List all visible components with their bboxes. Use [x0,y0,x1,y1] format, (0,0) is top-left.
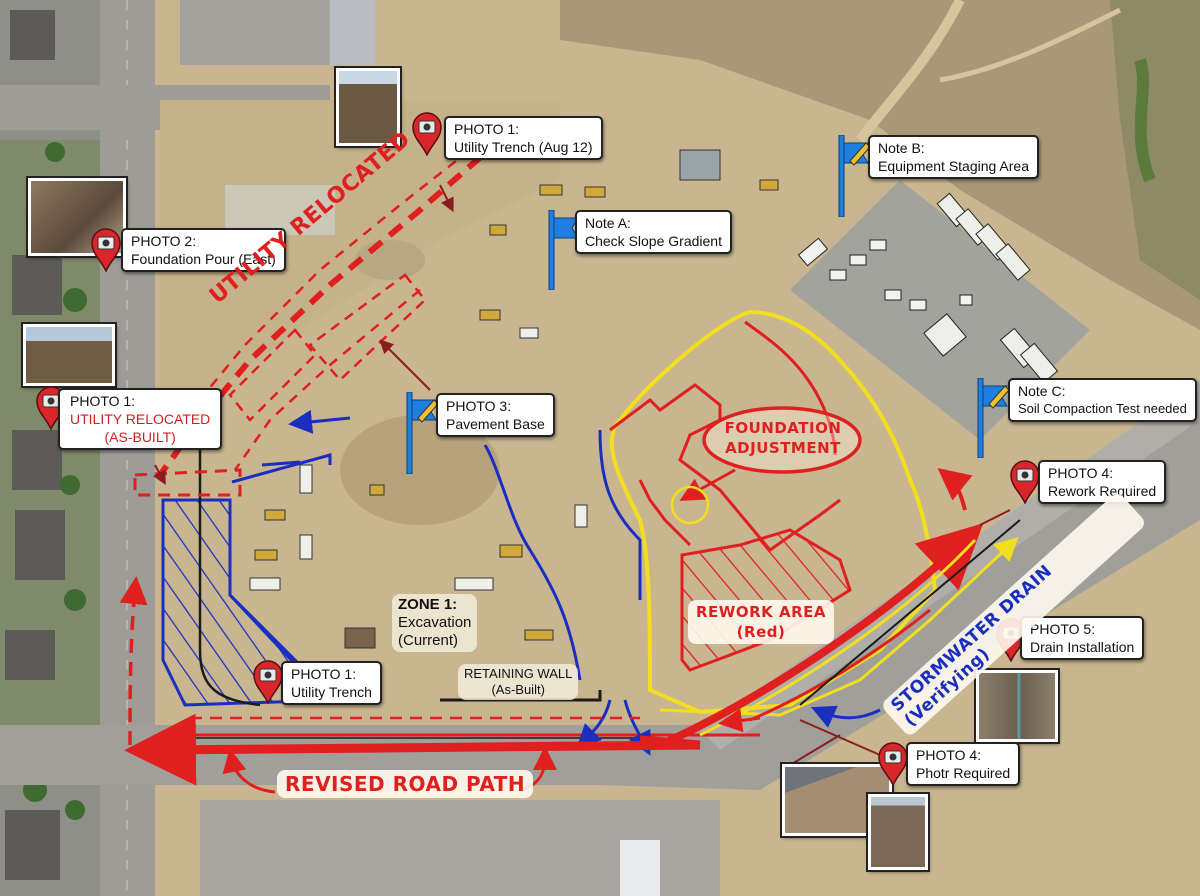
retaining-wall-line1: RETAINING WALL [464,666,573,681]
callout-title: Note A: [585,215,631,231]
callout-title: PHOTO 1: [291,666,357,682]
photo-thumbnail-photr-required-2[interactable] [866,792,930,872]
callout-title: PHOTO 3: [446,398,512,414]
photo-callout-utility-trench-aug12[interactable]: PHOTO 1: Utility Trench (Aug 12) [444,116,603,160]
zone-1-line2: Excavation [398,614,472,631]
camera-pin-icon[interactable] [253,660,283,704]
callout-caption: Pavement Base [446,416,545,432]
camera-pin-icon[interactable] [1010,460,1040,504]
callout-caption: Soil Compaction Test needed [1018,401,1187,416]
callout-title: PHOTO 4: [916,747,982,763]
callout-caption: Equipment Staging Area [878,158,1029,174]
rework-area-line1: REWORK AREA [696,603,827,621]
callout-title: Note B: [878,140,925,156]
rework-area-line2: (Red) [736,623,786,641]
callout-caption-2: (AS-BUILT) [104,429,176,445]
photo-callout-photr-required[interactable]: PHOTO 4: Photr Required [906,742,1021,786]
revised-road-path-label: REVISED ROAD PATH [277,770,534,798]
zone-1-title: ZONE 1: [398,596,458,613]
callout-caption: UTILITY RELOCATED [70,411,211,427]
foundation-adjustment-line2: ADJUSTMENT [725,439,841,457]
photo-callout-rework-required[interactable]: PHOTO 4: Rework Required [1038,460,1167,504]
callout-caption: Drain Installation [1030,639,1135,655]
note-callout-b[interactable]: Note B: Equipment Staging Area [868,135,1039,179]
photo-callout-utility-trench[interactable]: PHOTO 1: Utility Trench [281,661,382,705]
foundation-adjustment-line1: FOUNDATION [724,419,842,437]
callout-caption: Foundation Pour (East) [131,251,276,267]
photo-thumbnail-utility-relocated[interactable] [21,322,117,388]
note-callout-a[interactable]: Note A: Check Slope Gradient [575,210,732,254]
zone-1-label: ZONE 1: Excavation (Current) [392,594,478,652]
note-callout-c[interactable]: Note C: Soil Compaction Test needed [1008,378,1197,422]
callout-title: PHOTO 1: [70,393,136,409]
note-flag-pencil-icon[interactable] [406,392,440,474]
photo-thumbnail-drain-installation[interactable] [974,668,1060,744]
callout-caption: Utility Trench (Aug 12) [454,139,593,155]
callout-title: PHOTO 1: [454,121,520,137]
photo-callout-foundation-pour[interactable]: PHOTO 2: Foundation Pour (East) [121,228,286,272]
note-flag-pencil-icon[interactable] [838,135,872,217]
zone-1-line3: (Current) [398,632,459,649]
camera-pin-icon[interactable] [412,112,442,156]
callout-title: Note C: [1018,383,1066,399]
retaining-wall-line2: (As-Built) [491,682,545,697]
photo-callout-pavement-base[interactable]: PHOTO 3: Pavement Base [436,393,555,437]
callout-title: PHOTO 5: [1030,621,1096,637]
camera-pin-icon[interactable] [91,228,121,272]
foundation-adjustment-label: FOUNDATION ADJUSTMENT [718,418,848,458]
callout-caption: Rework Required [1048,483,1157,499]
callout-title: PHOTO 4: [1048,465,1114,481]
callout-title: PHOTO 2: [131,233,197,249]
callout-caption: Photr Required [916,765,1011,781]
callout-caption: Utility Trench [291,684,372,700]
note-flag-pencil-icon[interactable] [977,378,1011,458]
retaining-wall-label: RETAINING WALL (As-Built) [458,664,579,700]
photo-callout-drain-installation[interactable]: PHOTO 5: Drain Installation [1020,616,1145,660]
callout-caption: Check Slope Gradient [585,233,722,249]
photo-thumbnail-utility-trench[interactable] [334,66,402,148]
rework-area-label: REWORK AREA (Red) [688,600,835,644]
note-flag-icon[interactable] [548,210,582,290]
photo-callout-utility-relocated[interactable]: PHOTO 1: UTILITY RELOCATED (AS-BUILT) [58,388,223,450]
camera-pin-icon[interactable] [878,742,908,786]
